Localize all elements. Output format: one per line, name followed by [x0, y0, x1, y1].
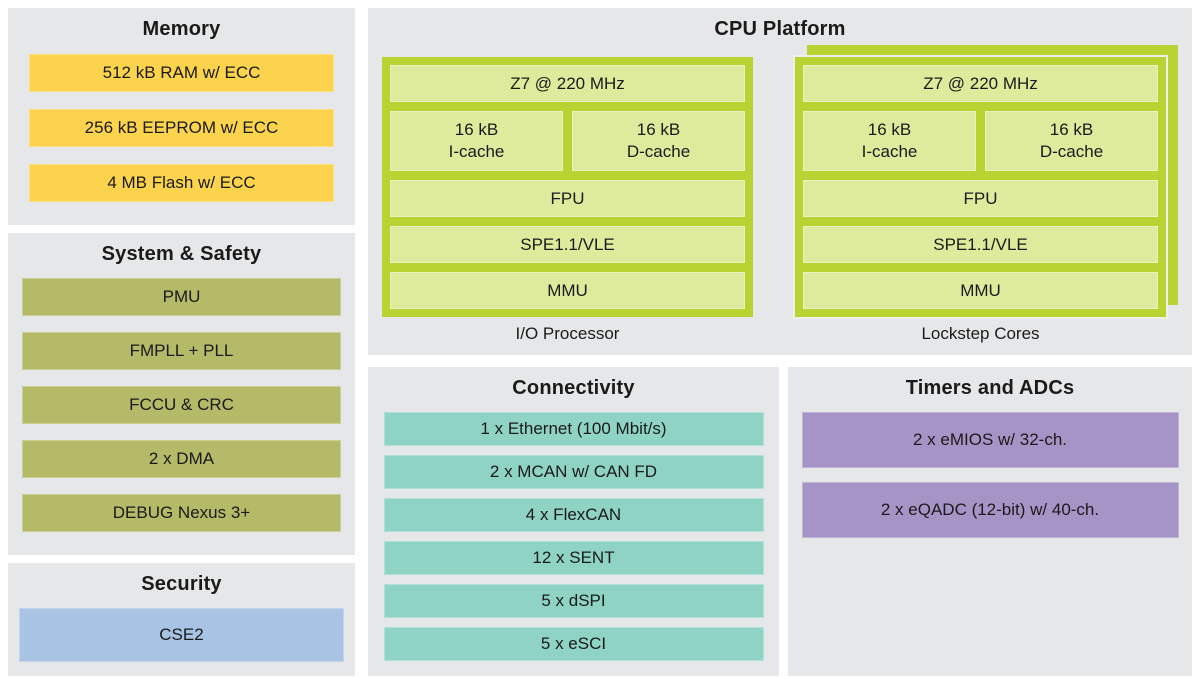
timers-adcs-panel-title: Timers and ADCs: [905, 377, 1075, 399]
memory-panel: Memory 512 kB RAM w/ ECC 256 kB EEPROM w…: [8, 8, 355, 225]
security-panel: Security CSE2: [8, 563, 355, 676]
spe-vle-block: SPE1.1/VLE: [803, 226, 1158, 263]
connectivity-block-dspi: 5 x dSPI: [383, 584, 764, 618]
io-processor-core-card: Z7 @ 220 MHz 16 kB I-cache 16 kB D-cache…: [382, 57, 753, 317]
system-block-debug: DEBUG Nexus 3+: [22, 494, 341, 532]
security-block-cse2: CSE2: [19, 608, 344, 662]
spe-vle-block: SPE1.1/VLE: [390, 226, 745, 263]
security-rows: CSE2: [8, 608, 355, 662]
memory-block-ram: 512 kB RAM w/ ECC: [29, 54, 334, 92]
timers-adcs-panel: Timers and ADCs 2 x eMIOS w/ 32-ch. 2 x …: [788, 367, 1192, 676]
system-block-dma: 2 x DMA: [22, 440, 341, 478]
core-clock-block: Z7 @ 220 MHz: [390, 65, 745, 102]
timers-block-eqadc: 2 x eQADC (12-bit) w/ 40-ch.: [801, 482, 1179, 538]
io-processor-caption: I/O Processor: [515, 324, 620, 343]
lockstep-cores-caption: Lockstep Cores: [921, 324, 1040, 343]
mmu-block: MMU: [390, 272, 745, 309]
system-safety-rows: PMU FMPLL + PLL FCCU & CRC 2 x DMA DEBUG…: [8, 278, 355, 532]
memory-panel-title: Memory: [142, 18, 221, 40]
connectivity-block-flexcan: 4 x FlexCAN: [383, 498, 764, 532]
connectivity-panel: Connectivity 1 x Ethernet (100 Mbit/s) 2…: [368, 367, 779, 676]
icache-block: 16 kB I-cache: [390, 111, 563, 171]
memory-block-flash: 4 MB Flash w/ ECC: [29, 164, 334, 202]
mmu-block: MMU: [803, 272, 1158, 309]
core-clock-block: Z7 @ 220 MHz: [803, 65, 1158, 102]
security-panel-title: Security: [141, 573, 222, 595]
connectivity-panel-title: Connectivity: [512, 377, 635, 399]
memory-block-eeprom: 256 kB EEPROM w/ ECC: [29, 109, 334, 147]
dcache-block: 16 kB D-cache: [572, 111, 745, 171]
fpu-block: FPU: [803, 180, 1158, 217]
core-card: Z7 @ 220 MHz 16 kB I-cache 16 kB D-cache…: [793, 55, 1168, 319]
connectivity-block-ethernet: 1 x Ethernet (100 Mbit/s): [383, 412, 764, 446]
timers-block-emios: 2 x eMIOS w/ 32-ch.: [801, 412, 1179, 468]
connectivity-rows: 1 x Ethernet (100 Mbit/s) 2 x MCAN w/ CA…: [368, 412, 779, 661]
system-block-pmu: PMU: [22, 278, 341, 316]
system-safety-panel: System & Safety PMU FMPLL + PLL FCCU & C…: [8, 233, 355, 555]
cache-row: 16 kB I-cache 16 kB D-cache: [803, 111, 1158, 171]
cache-row: 16 kB I-cache 16 kB D-cache: [390, 111, 745, 171]
fpu-block: FPU: [390, 180, 745, 217]
system-block-fmpll: FMPLL + PLL: [22, 332, 341, 370]
cpu-platform-panel: CPU Platform Z7 @ 220 MHz 16 kB I-cache …: [368, 8, 1192, 355]
icache-block: 16 kB I-cache: [803, 111, 976, 171]
connectivity-block-mcan: 2 x MCAN w/ CAN FD: [383, 455, 764, 489]
core-card: Z7 @ 220 MHz 16 kB I-cache 16 kB D-cache…: [382, 57, 753, 317]
lockstep-cores-card: Z7 @ 220 MHz 16 kB I-cache 16 kB D-cache…: [793, 45, 1178, 319]
system-block-fccu: FCCU & CRC: [22, 386, 341, 424]
cpu-platform-panel-title: CPU Platform: [714, 18, 846, 40]
connectivity-block-esci: 5 x eSCI: [383, 627, 764, 661]
connectivity-block-sent: 12 x SENT: [383, 541, 764, 575]
timers-adcs-rows: 2 x eMIOS w/ 32-ch. 2 x eQADC (12-bit) w…: [788, 412, 1192, 538]
memory-rows: 512 kB RAM w/ ECC 256 kB EEPROM w/ ECC 4…: [8, 54, 355, 202]
system-safety-panel-title: System & Safety: [101, 243, 262, 265]
dcache-block: 16 kB D-cache: [985, 111, 1158, 171]
